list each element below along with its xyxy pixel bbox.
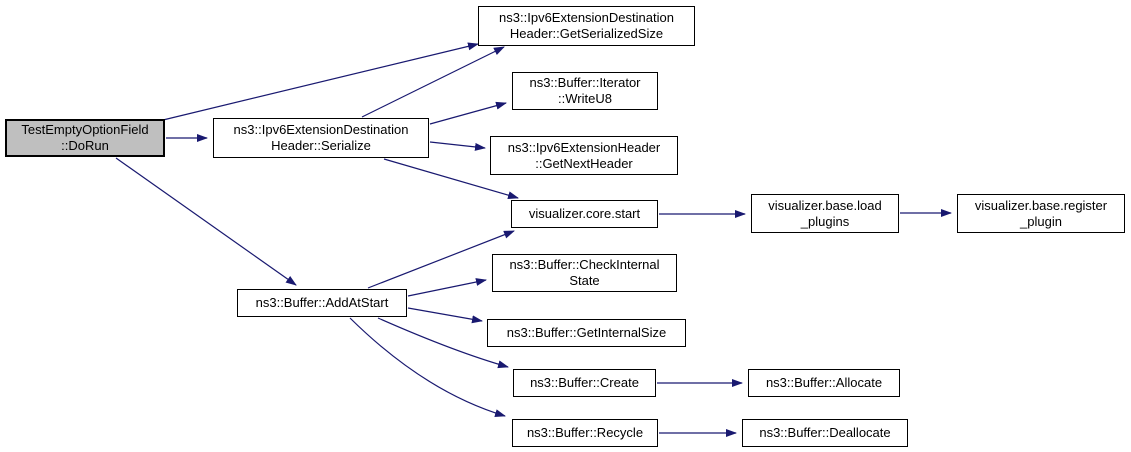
node-ipv6extensiondestinationheader-getserializedsize[interactable]: ns3::Ipv6ExtensionDestination Header::Ge… [478,6,695,46]
edge-add-at-start-core-start [367,230,515,289]
edge-serialize-write-u8 [429,101,507,125]
edge-add-at-start-create [377,317,509,369]
edge-dorun-add-at-start [115,157,297,286]
edge-add-at-start-recycle [349,317,506,417]
node-visualizer-base-register-plugin[interactable]: visualizer.base.register _plugin [957,194,1125,233]
node-buffer-checkinternalstate[interactable]: ns3::Buffer::CheckInternal State [492,254,677,292]
node-buffer-create[interactable]: ns3::Buffer::Create [513,369,656,397]
node-visualizer-base-load-plugins[interactable]: visualizer.base.load _plugins [751,194,899,233]
edge-add-at-start-get-internal-size [407,307,483,324]
node-ipv6extensionheader-getnextheader[interactable]: ns3::Ipv6ExtensionHeader ::GetNextHeader [490,136,678,175]
node-buffer-addatstart[interactable]: ns3::Buffer::AddAtStart [237,289,407,317]
edge-serialize-core-start [383,158,519,200]
node-visualizer-core-start[interactable]: visualizer.core.start [511,200,658,228]
node-buffer-recycle[interactable]: ns3::Buffer::Recycle [512,419,658,447]
node-buffer-iterator-writeu8[interactable]: ns3::Buffer::Iterator ::WriteU8 [512,72,658,110]
edge-add-at-start-check-internal-state [407,278,487,297]
edge-dorun-get-serialized-size [162,42,479,121]
node-buffer-getinternalsize[interactable]: ns3::Buffer::GetInternalSize [487,319,686,347]
edge-serialize-get-next-header [429,141,486,151]
node-buffer-deallocate[interactable]: ns3::Buffer::Deallocate [742,419,908,447]
edge-serialize-get-serialized-size [361,46,505,118]
node-ipv6extensiondestinationheader-serialize[interactable]: ns3::Ipv6ExtensionDestination Header::Se… [213,118,429,158]
node-testemptyoptionfield-dorun[interactable]: TestEmptyOptionField ::DoRun [5,119,165,157]
node-buffer-allocate[interactable]: ns3::Buffer::Allocate [748,369,900,397]
